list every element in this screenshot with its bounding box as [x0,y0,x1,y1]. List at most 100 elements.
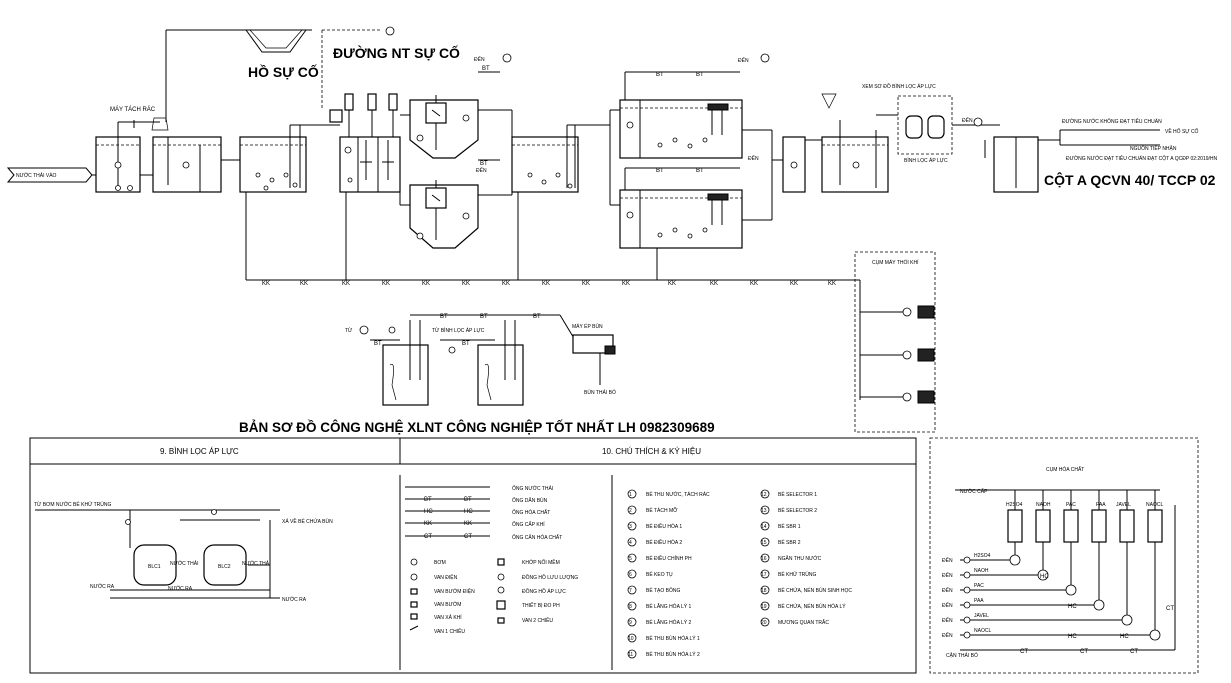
svg-text:PAA: PAA [1096,502,1106,508]
filter-to-sludge: XẢ VỀ BỂ CHỨA BÙN [282,518,333,525]
legend-tanks-b: 12 13 14 15 16 17 18 19 20 BỂ SELECTOR 1… [760,489,852,627]
svg-text:KK: KK [828,281,836,287]
svg-text:8: 8 [629,604,632,610]
svg-text:THIẾT BỊ ĐO PH: THIẾT BỊ ĐO PH [522,602,560,609]
filter-wastewater-2: NƯỚC THẢI [242,560,270,567]
svg-text:BỂ THU BÙN HÓA LÝ 1: BỂ THU BÙN HÓA LÝ 1 [646,635,700,642]
svg-text:16: 16 [761,556,767,562]
filter-panel-title: 9. BÌNH LỌC ÁP LỰC [160,447,239,456]
svg-text:BT: BT [462,341,470,347]
tank-10 [511,125,579,193]
svg-text:3: 3 [629,524,632,530]
water-supply-label: NƯỚC CẤP [960,488,988,495]
filter-from-uv: TỪ BƠM NƯỚC BỂ KHỬ TRÙNG [34,501,112,508]
svg-text:9: 9 [629,620,632,626]
svg-text:ỐNG NƯỚC THẢI: ỐNG NƯỚC THẢI [512,485,553,492]
svg-text:2: 2 [629,508,632,514]
sludge-out-label: BÙN THẢI BỎ [584,389,616,396]
svg-text:CT: CT [1020,649,1028,655]
svg-text:ĐẾN: ĐẾN [942,572,953,579]
svg-text:BT: BT [696,72,704,78]
svg-text:KK: KK [502,281,510,287]
svg-text:4: 4 [629,540,632,546]
pressure-filter-box [897,95,953,155]
svg-text:NGĂN THU NƯỚC: NGĂN THU NƯỚC [778,555,822,562]
legend-symbols [409,558,506,631]
svg-text:CT: CT [424,534,432,540]
svg-text:5: 5 [629,556,632,562]
svg-text:KK: KK [790,281,798,287]
svg-text:KK: KK [710,281,718,287]
chem-panel [929,437,1199,674]
svg-text:HC: HC [424,509,433,515]
screen-machine-label: MÁY TÁCH RÁC [110,106,156,113]
svg-text:JAVEL: JAVEL [1116,502,1131,508]
svg-text:KK: KK [424,521,432,527]
svg-text:HC: HC [1068,634,1077,640]
svg-text:ĐẾN: ĐẾN [962,117,973,124]
emergency-pond [240,29,312,53]
svg-text:1: 1 [629,492,632,498]
sbr-tank-1 [619,99,743,159]
svg-text:11: 11 [628,652,633,658]
kk-labels: KK KK KK KK KK KK KK KK KK KK KK KK KK K… [262,281,836,287]
svg-text:BT: BT [440,314,448,320]
svg-text:HC: HC [464,509,473,515]
svg-text:BỂ CHỨA, NÉN BÙN HÓA LÝ: BỂ CHỨA, NÉN BÙN HÓA LÝ [778,603,846,610]
legend-panel-title: 10. CHÚ THÍCH & KÝ HIỆU [602,447,701,456]
filter-blc2: BLC2 [218,564,231,570]
svg-text:ỐNG CÂN HÓA CHẤT: ỐNG CÂN HÓA CHẤT [512,534,562,541]
filter-outlet-2: NƯỚC RA [168,585,193,592]
svg-text:NAOH: NAOH [1036,502,1051,508]
svg-text:BỂ KEO TỤ: BỂ KEO TỤ [646,571,673,578]
svg-text:KK: KK [262,281,270,287]
svg-text:HC: HC [1068,604,1077,610]
svg-text:KK: KK [462,281,470,287]
pass-std-label: ĐƯỜNG NƯỚC ĐẠT TIÊU CHUẨN ĐẠT CỘT A QCĐP… [1066,154,1218,162]
svg-text:13: 13 [761,508,767,514]
svg-text:KHỚP NỐI MỀM: KHỚP NỐI MỀM [522,559,560,566]
svg-text:KK: KK [622,281,630,287]
svg-text:BỂ KHỬ TRÙNG: BỂ KHỬ TRÙNG [778,571,816,578]
svg-text:BỂ CHỨA, NÉN BÙN SINH HỌC: BỂ CHỨA, NÉN BÙN SINH HỌC [778,587,852,594]
svg-text:15: 15 [761,540,767,546]
svg-text:18: 18 [761,588,767,594]
bottom-panel [29,437,917,674]
svg-text:H2SO4: H2SO4 [1006,502,1023,508]
svg-text:BỂ TÁCH MỠ: BỂ TÁCH MỠ [646,507,678,514]
svg-text:CT: CT [1080,649,1088,655]
blower-group [854,251,936,433]
svg-text:PAC: PAC [974,583,984,589]
main-title: BẢN SƠ ĐỒ CÔNG NGHỆ XLNT CÔNG NGHIỆP TỐT… [239,420,715,435]
clarifier-1 [409,95,479,159]
to-sump-label: VỀ HỐ SỰ CỐ [1165,128,1199,135]
filter-outlet-1: NƯỚC RA [90,583,115,590]
filter-diagram [35,509,280,599]
svg-text:BT: BT [374,341,382,347]
svg-text:BỂ SBR 1: BỂ SBR 1 [778,523,801,530]
waste-label: CẶN THẢI BỎ [946,652,978,659]
legend-lines [405,486,490,537]
svg-text:ĐẾN: ĐẾN [942,617,953,624]
svg-text:H2SO4: H2SO4 [974,553,991,559]
chem-panel-title: CỤM HÓA CHẤT [1046,466,1084,473]
svg-text:KK: KK [342,281,350,287]
svg-text:14: 14 [761,524,767,530]
sludge-tank-18 [382,320,429,406]
svg-text:ỐNG CẤP KHÍ: ỐNG CẤP KHÍ [512,521,545,528]
svg-text:ĐẾN: ĐẾN [942,602,953,609]
svg-text:VAN 2 CHIỀU: VAN 2 CHIỀU [522,617,553,624]
svg-text:KK: KK [422,281,430,287]
sbr-tank-2 [619,189,743,249]
svg-text:CT: CT [1166,606,1174,612]
svg-text:ĐỒNG HỒ ÁP LỰC: ĐỒNG HỒ ÁP LỰC [522,588,566,595]
tank-17 [821,93,889,193]
svg-text:KK: KK [750,281,758,287]
svg-text:ĐẾN: ĐẾN [474,56,485,63]
inlet-label: NƯỚC THẢI VÀO [16,172,57,179]
svg-text:KK: KK [582,281,590,287]
svg-text:12: 12 [761,492,767,498]
svg-text:ĐẾN: ĐẾN [748,155,759,162]
svg-text:19: 19 [761,604,767,610]
